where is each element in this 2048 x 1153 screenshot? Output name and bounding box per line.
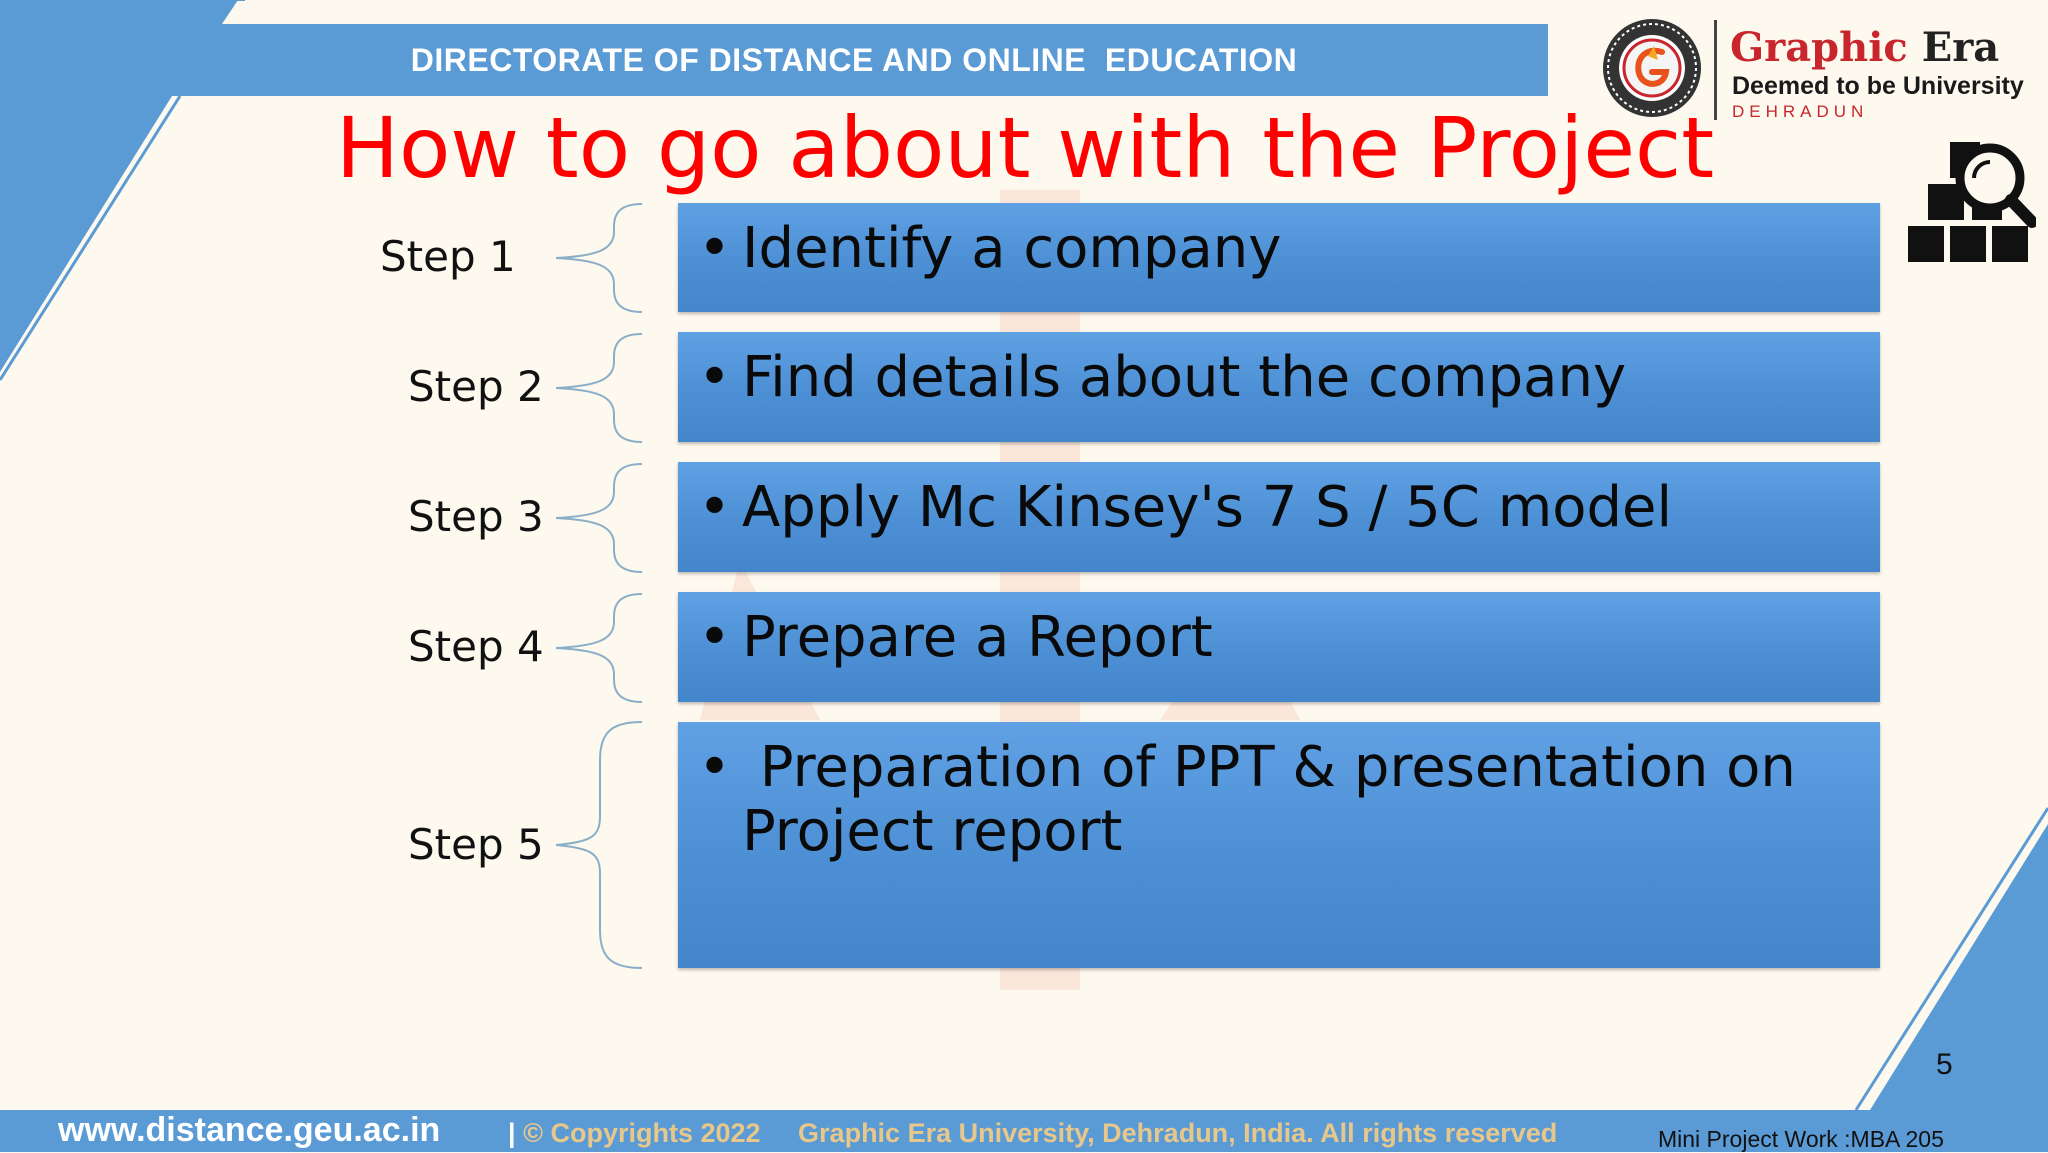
logo-name-graphic: Graphic xyxy=(1730,24,1908,71)
bullet-icon: • xyxy=(698,345,732,410)
logo-city: DEHRADUN xyxy=(1732,102,1869,121)
bullet-icon: • xyxy=(698,216,732,281)
step-box: •Identify a company xyxy=(678,203,1880,312)
university-logo: Graphic Era Deemed to be University DEHR… xyxy=(1600,16,2040,126)
step-text: Preparation of PPT & presentation on Pro… xyxy=(742,735,1796,864)
step-text: Identify a company xyxy=(742,216,1282,281)
step-label: Step 2 xyxy=(408,362,544,411)
logo-subtitle: Deemed to be University xyxy=(1732,72,2024,100)
search-boxes-icon xyxy=(1908,142,2036,262)
footer-copyright-text: © Copyrights 2022 Graphic Era University… xyxy=(523,1118,1558,1148)
graphic-era-emblem-icon xyxy=(1603,19,1701,117)
footer-bar xyxy=(0,1110,2048,1152)
brace-icon xyxy=(555,333,643,443)
step-text-line: •Prepare a Report xyxy=(698,606,1860,670)
header-title: DIRECTORATE OF DISTANCE AND ONLINE EDUCA… xyxy=(410,41,1298,78)
step-box: •Find details about the company xyxy=(678,332,1880,442)
step-text-line: • Preparation of PPT & presentation on P… xyxy=(698,736,1860,864)
footer-url[interactable]: www.distance.geu.ac.in xyxy=(58,1111,441,1149)
slide-title-text: How to go about with the Project xyxy=(335,99,1715,197)
step-text-line: •Find details about the company xyxy=(698,346,1860,410)
bullet-icon: • xyxy=(698,735,732,800)
footer-separator: | xyxy=(508,1118,516,1148)
logo-name: Graphic Era xyxy=(1730,24,1999,71)
bullet-icon: • xyxy=(698,605,732,670)
brace-icon xyxy=(555,203,643,313)
bullet-icon: • xyxy=(698,475,732,540)
page-number: 5 xyxy=(1936,1048,1953,1081)
brace-icon xyxy=(555,593,643,703)
logo-name-era: Era xyxy=(1921,24,2000,71)
step-text-line: •Apply Mc Kinsey's 7 S / 5C model xyxy=(698,476,1860,540)
step-text: Prepare a Report xyxy=(742,605,1213,670)
step-label: Step 1 xyxy=(380,232,516,281)
step-box: • Preparation of PPT & presentation on P… xyxy=(678,722,1880,968)
step-box: •Prepare a Report xyxy=(678,592,1880,702)
step-label: Step 3 xyxy=(408,492,544,541)
slide-title: How to go about with the Project xyxy=(0,100,2048,196)
step-label: Step 4 xyxy=(408,622,544,671)
brace-icon xyxy=(555,721,643,969)
header-bar: DIRECTORATE OF DISTANCE AND ONLINE EDUCA… xyxy=(160,24,1548,96)
logo-divider xyxy=(1714,20,1717,120)
step-text: Apply Mc Kinsey's 7 S / 5C model xyxy=(742,475,1673,540)
footer-copyright: | © Copyrights 2022 Graphic Era Universi… xyxy=(508,1118,1557,1149)
step-text-line: •Identify a company xyxy=(698,217,1860,281)
step-label: Step 5 xyxy=(408,820,544,869)
step-box: •Apply Mc Kinsey's 7 S / 5C model xyxy=(678,462,1880,572)
step-text: Find details about the company xyxy=(742,345,1627,410)
brace-icon xyxy=(555,463,643,573)
footer-course: Mini Project Work :MBA 205 xyxy=(1658,1126,1944,1152)
